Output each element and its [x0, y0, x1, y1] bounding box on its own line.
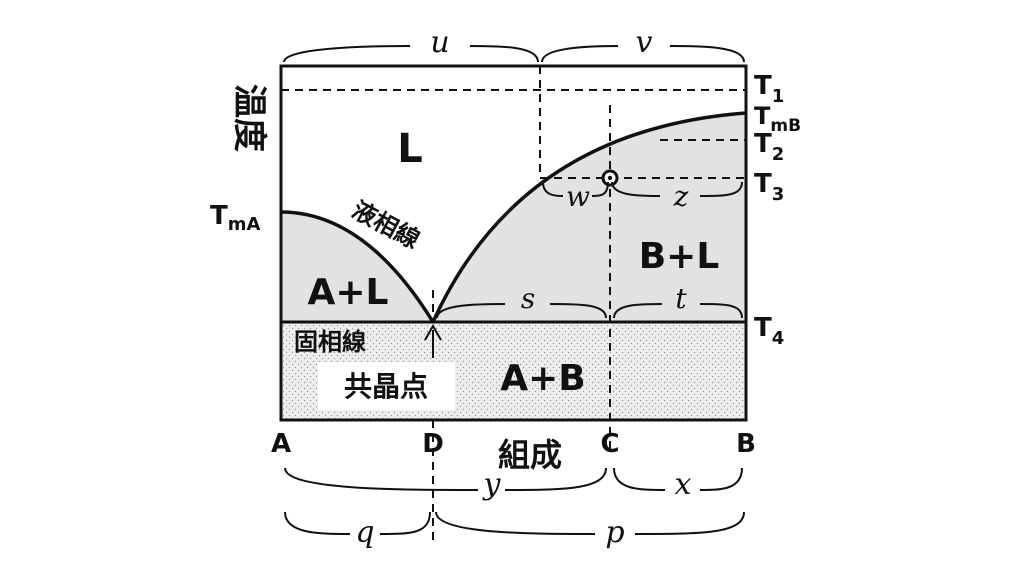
brace-u	[283, 45, 539, 63]
label-s: s	[521, 282, 535, 315]
brace-x	[613, 467, 743, 491]
label-w: w	[566, 180, 590, 213]
braces	[283, 45, 745, 535]
label-u: u	[430, 25, 449, 60]
eutectic-point-label: 共晶点	[344, 370, 428, 403]
label-x: x	[675, 467, 692, 502]
label-v: v	[636, 25, 653, 60]
composition-label-c: C	[600, 429, 619, 459]
y-axis-label: 温度	[229, 84, 269, 152]
label-z: z	[673, 180, 689, 213]
temp-label-tma: TmA	[210, 201, 261, 235]
eutectic-arrow-head	[424, 323, 442, 341]
temp-label-tmb: TmB	[754, 102, 801, 136]
brace-y	[284, 467, 607, 491]
region-label-b-plus-l: B+L	[639, 236, 720, 277]
b-plus-l-region	[433, 113, 746, 322]
temp-label-t4: T4	[754, 313, 784, 349]
brace-z	[611, 181, 743, 197]
dashed-guides	[281, 66, 746, 545]
liquidus-curve-right	[431, 111, 747, 323]
brace-q	[284, 511, 431, 535]
composition-label-d: D	[422, 429, 444, 459]
label-p: p	[605, 515, 624, 550]
brace-p	[435, 511, 745, 535]
label-y: y	[482, 467, 502, 502]
region-label-a-plus-l: A+L	[308, 272, 389, 313]
a-plus-l-region	[281, 212, 433, 322]
eutectic-label-bg	[318, 362, 455, 410]
brace-w	[542, 181, 609, 197]
region-label-a-plus-b: A+B	[500, 358, 585, 399]
solidus-label: 固相線	[294, 328, 366, 356]
x-axis-label: 組成	[498, 436, 562, 474]
brace-s	[436, 303, 607, 319]
temp-label-t1: T1	[754, 71, 784, 107]
composition-label-a: A	[271, 429, 291, 459]
liquidus-curve-left	[280, 210, 435, 323]
region-label-liquid: L	[397, 126, 423, 172]
composition-label-b: B	[736, 429, 756, 459]
brace-v	[541, 45, 745, 63]
diagram-frame	[279, 64, 748, 422]
label-t: t	[675, 282, 687, 315]
label-q: q	[355, 515, 374, 550]
state-point-center	[607, 175, 613, 181]
temp-label-t3: T3	[754, 169, 784, 205]
temp-label-t2: T2	[754, 129, 784, 165]
brace-t	[613, 303, 743, 319]
